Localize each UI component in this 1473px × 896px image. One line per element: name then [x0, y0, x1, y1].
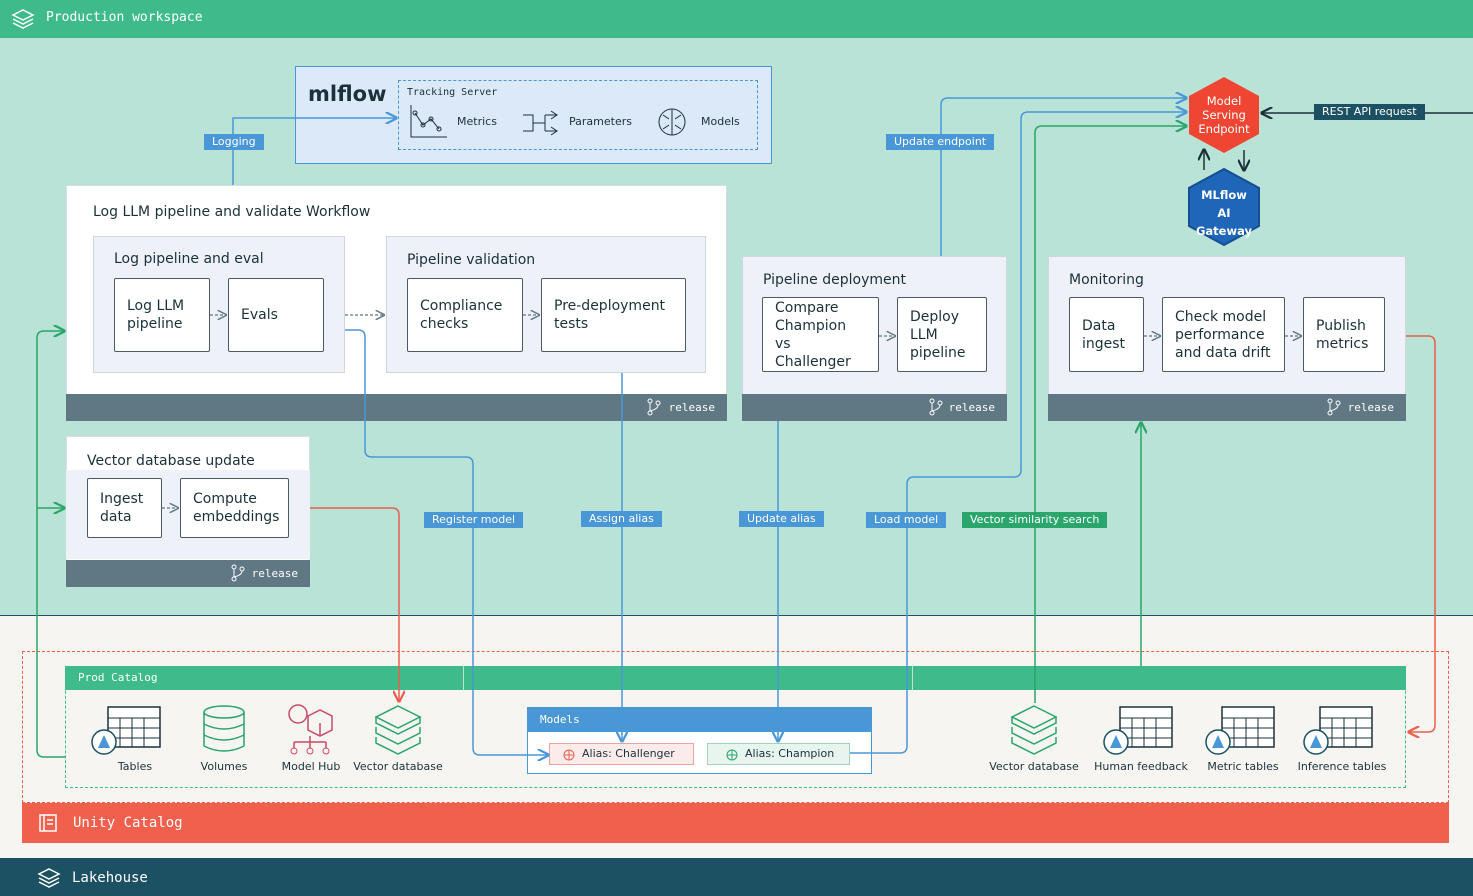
- tables-label: Tables: [117, 760, 153, 773]
- register-model-tag: Register model: [424, 512, 524, 528]
- vector-database-label-right: Vector database: [989, 760, 1079, 773]
- alias-champion: Alias: Champion: [707, 743, 850, 765]
- alias-challenger: Alias: Challenger: [549, 743, 694, 765]
- model-icon: [726, 749, 738, 761]
- git-branch-icon: [1327, 398, 1341, 416]
- monitoring-release-bar: release: [1048, 394, 1406, 421]
- deploy-llm-pipeline-step: Deploy LLM pipeline: [897, 297, 987, 372]
- volumes-icon: [203, 705, 245, 752]
- workflow-release-label: release: [668, 401, 715, 414]
- volumes-label: Volumes: [200, 760, 248, 773]
- log-pipeline-eval-title: Log pipeline and eval: [114, 251, 264, 267]
- ingest-data-step: Ingest data: [87, 478, 162, 538]
- layers-icon: [11, 9, 35, 29]
- compute-embeddings-step: Compute embeddings: [180, 478, 289, 538]
- deployment-release-label: release: [948, 401, 995, 414]
- models-label: Models: [701, 115, 740, 128]
- tables-icon: [91, 706, 161, 755]
- model-icon: [563, 749, 575, 761]
- unity-catalog-frame: [22, 651, 1449, 803]
- human-feedback-icon: [1103, 706, 1173, 755]
- lakehouse-icon: [37, 868, 61, 888]
- lakehouse-title: Lakehouse: [72, 870, 148, 886]
- log-llm-pipeline-step: Log LLM pipeline: [114, 278, 210, 352]
- production-workspace-title: Production workspace: [46, 10, 203, 25]
- ai-gateway-hex: [1188, 168, 1260, 246]
- model-serving-endpoint-label: Model Serving Endpoint: [1198, 94, 1250, 136]
- update-endpoint-tag: Update endpoint: [886, 134, 995, 150]
- prod-catalog-header: Prod Catalog: [65, 666, 1406, 690]
- compliance-checks-step: Compliance checks: [407, 278, 523, 352]
- models-header: Models: [528, 708, 871, 732]
- compare-champion-challenger-step: Compare Champion vs Challenger: [762, 297, 879, 372]
- git-branch-icon: [231, 564, 245, 582]
- inference-tables-label: Inference tables: [1297, 760, 1387, 773]
- inference-tables-icon: [1303, 706, 1373, 755]
- metrics-chart-icon: [410, 105, 447, 138]
- brain-icon: [658, 108, 686, 136]
- unity-catalog-bar: Unity Catalog: [22, 803, 1449, 843]
- model-hub-icon: [288, 704, 333, 755]
- git-branch-icon: [647, 398, 661, 416]
- vector-database-icon: [374, 705, 422, 755]
- parameters-label: Parameters: [569, 115, 632, 128]
- vector-database-icon: [1010, 705, 1058, 755]
- mlflow-logo: mlflow: [308, 82, 387, 106]
- parameters-icon: [523, 110, 558, 136]
- publish-metrics-step: Publish metrics: [1303, 297, 1385, 372]
- rest-api-tag: REST API request: [1314, 104, 1425, 120]
- load-model-tag: Load model: [866, 512, 947, 528]
- vector-update-title: Vector database update: [87, 453, 255, 469]
- assign-alias-tag: Assign alias: [581, 511, 662, 527]
- metric-tables-icon: [1205, 706, 1275, 755]
- deployment-release-bar: release: [742, 394, 1007, 421]
- workflow-release-bar: release: [66, 394, 727, 421]
- ai-gateway-label: MLflow AI Gateway: [1195, 188, 1253, 238]
- tracking-server: Tracking Server Metrics Parameters Model…: [398, 80, 758, 150]
- pre-deployment-tests-step: Pre-deployment tests: [541, 278, 686, 352]
- git-branch-icon: [929, 398, 943, 416]
- book-icon: [39, 814, 57, 832]
- pipeline-validation-title: Pipeline validation: [407, 252, 536, 268]
- production-workspace-header: Production workspace: [0, 0, 1473, 38]
- lakehouse-footer: Lakehouse: [0, 858, 1473, 896]
- model-serving-endpoint-hex: [1189, 77, 1259, 153]
- workflow-title: Log LLM pipeline and validate Workflow: [93, 204, 371, 220]
- vector-release-label: release: [251, 567, 298, 580]
- model-hub-label: Model Hub: [281, 760, 341, 773]
- data-ingest-step: Data ingest: [1069, 297, 1144, 372]
- vector-similarity-search-tag: Vector similarity search: [962, 512, 1108, 528]
- vector-release-bar: release: [66, 560, 310, 587]
- metrics-label: Metrics: [457, 115, 497, 128]
- models-registry: Models Alias: Challenger Alias: Champion: [527, 707, 872, 774]
- logging-tag: Logging: [204, 134, 264, 150]
- check-model-performance-step: Check model performance and data drift: [1162, 297, 1285, 372]
- unity-catalog-title: Unity Catalog: [73, 815, 183, 831]
- evals-step: Evals: [228, 278, 324, 352]
- update-alias-tag: Update alias: [739, 511, 824, 527]
- human-feedback-label: Human feedback: [1094, 760, 1188, 773]
- pipeline-deployment-title: Pipeline deployment: [763, 272, 906, 288]
- tracking-server-title: Tracking Server: [407, 87, 498, 98]
- models-title: Models: [540, 713, 580, 726]
- vector-database-label: Vector database: [353, 760, 443, 773]
- metric-tables-label: Metric tables: [1207, 760, 1279, 773]
- monitoring-release-label: release: [1347, 401, 1394, 414]
- monitoring-title: Monitoring: [1069, 272, 1144, 288]
- prod-catalog-title: Prod Catalog: [78, 671, 158, 684]
